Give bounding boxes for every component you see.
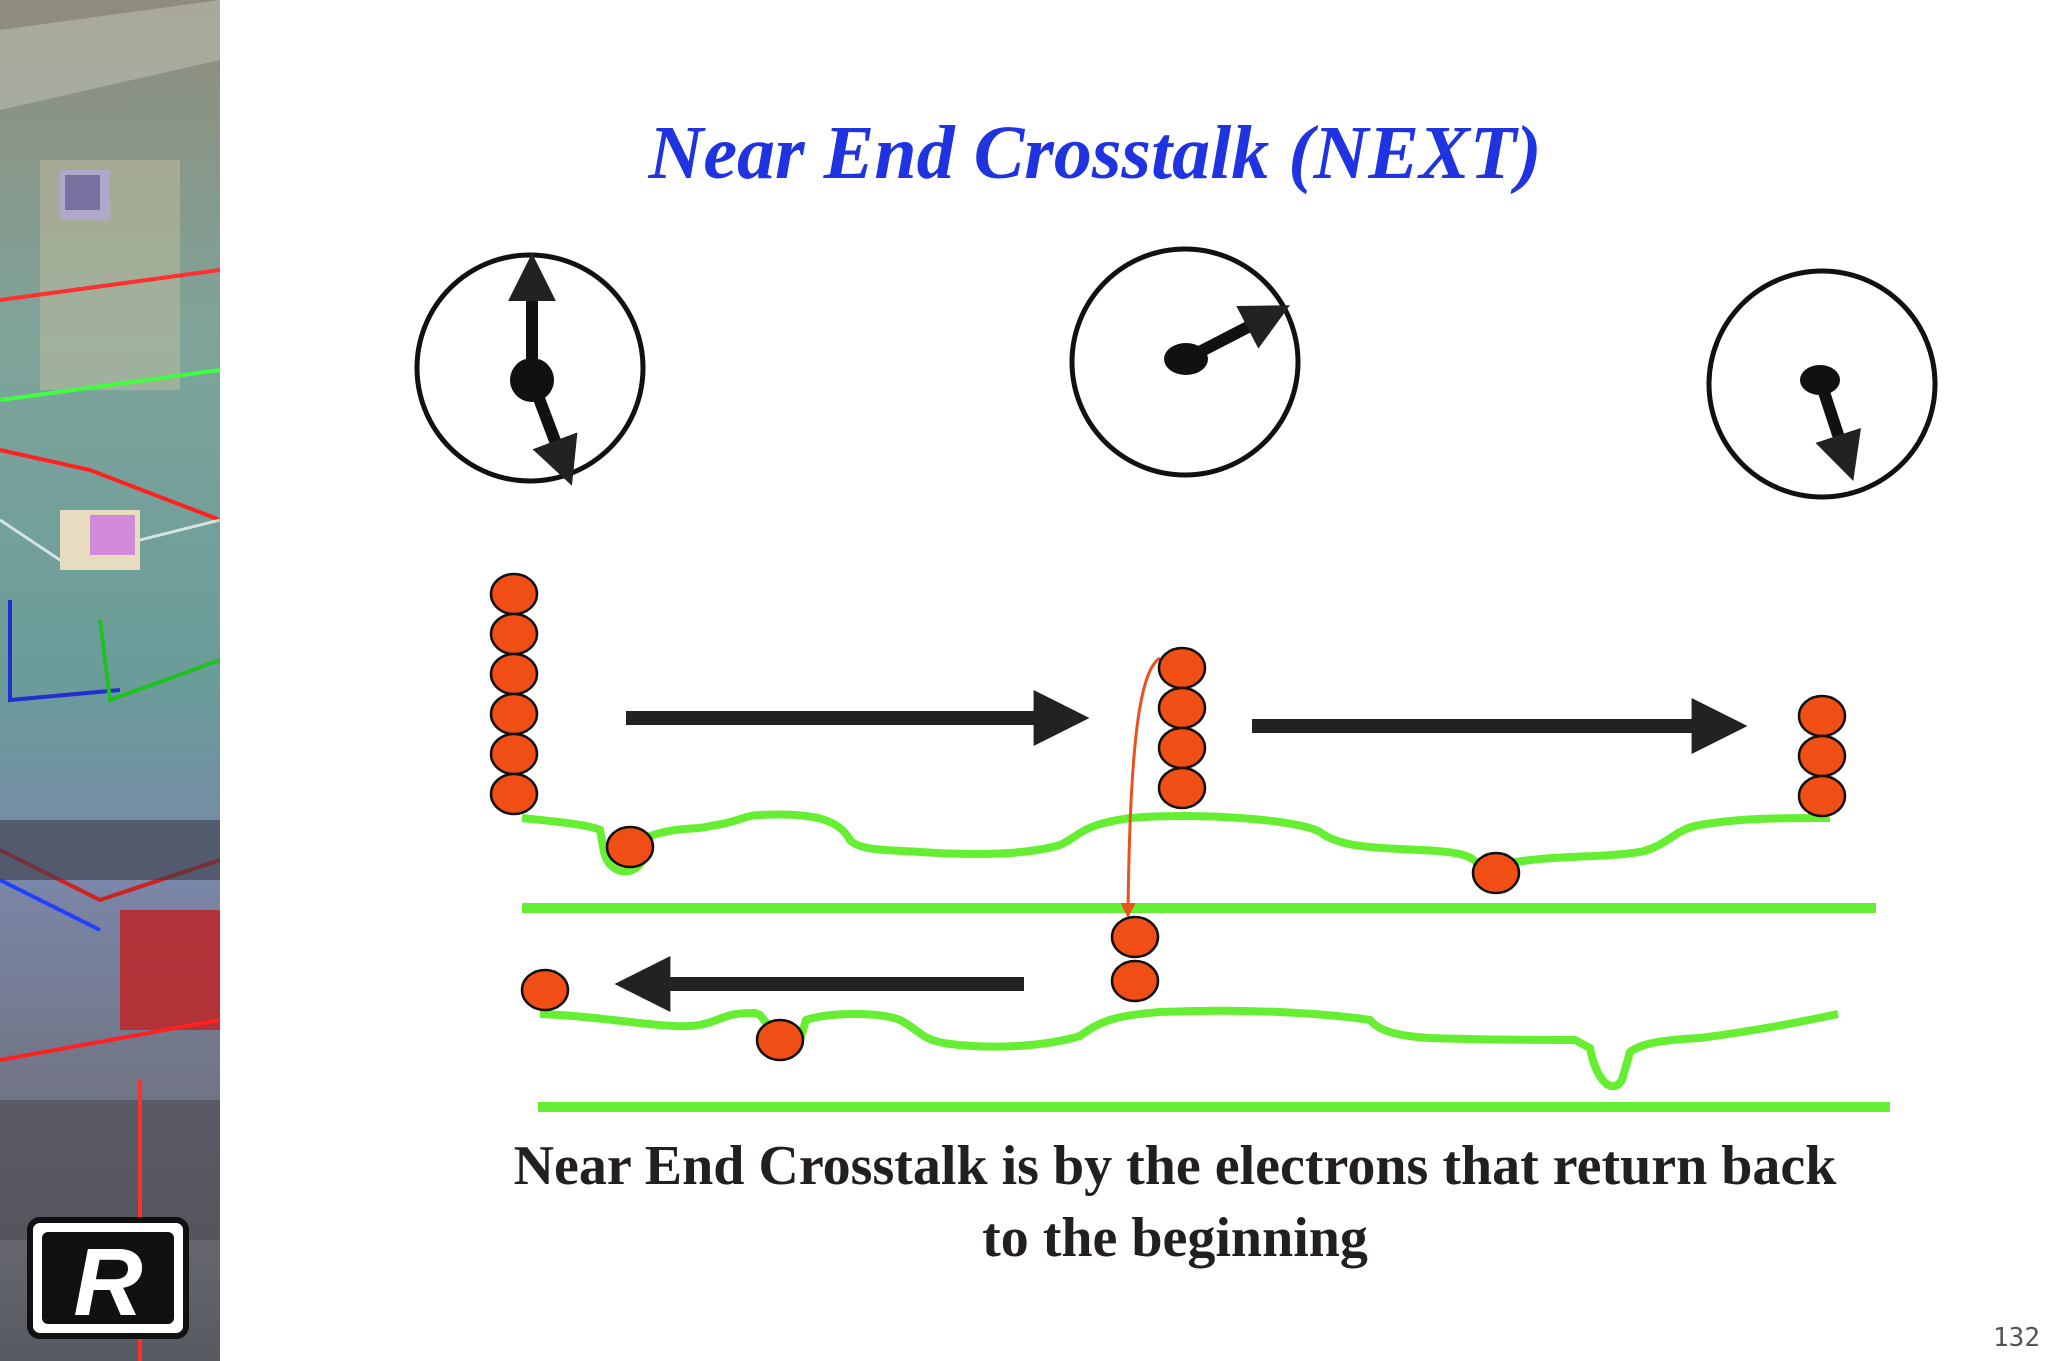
electron-icon — [1797, 694, 1847, 738]
electron-icon — [755, 1018, 805, 1062]
logo-icon: R — [27, 1217, 189, 1339]
electron-icon — [1110, 959, 1160, 1003]
electron-icon — [1157, 726, 1207, 770]
sidebar-image: R — [0, 0, 220, 1361]
electron-icon — [489, 652, 539, 696]
svg-text:R: R — [73, 1229, 142, 1336]
electron-stack-lower-middle — [1110, 915, 1160, 1003]
electron-icon — [489, 732, 539, 776]
coupling-arrow — [1120, 656, 1161, 918]
electron-stack-right — [1797, 694, 1847, 818]
electron-icon — [489, 692, 539, 736]
electron-icon — [1157, 646, 1207, 690]
office-network-illustration: R — [0, 0, 220, 1361]
needle-down — [1814, 378, 1862, 481]
dial-right — [1706, 268, 1938, 500]
caption: Near End Crosstalk is by the electrons t… — [380, 1130, 1970, 1274]
electron-icon — [1110, 915, 1160, 959]
electron-stack-left — [489, 572, 539, 816]
caption-line-2: to the beginning — [982, 1207, 1368, 1269]
dial-left — [414, 252, 646, 486]
wire-top-1 — [521, 810, 1831, 893]
electron-stack-middle — [1157, 646, 1207, 810]
electron-icon — [489, 572, 539, 616]
electron-icon — [1797, 774, 1847, 818]
caption-line-1: Near End Crosstalk is by the electrons t… — [513, 1135, 1837, 1197]
wire-top-2 — [539, 1006, 1839, 1091]
electron-icon — [489, 612, 539, 656]
electron-icon — [520, 968, 570, 1012]
slide-title: Near End Crosstalk (NEXT) — [648, 111, 1542, 195]
needle-up-right — [1183, 305, 1290, 365]
electron-icon — [489, 772, 539, 816]
electron-icon — [1471, 851, 1521, 895]
dial-middle — [1069, 246, 1301, 478]
electron-icon — [1797, 734, 1847, 778]
electron-icon — [605, 825, 655, 869]
electron-icon — [1157, 766, 1207, 810]
electron-icon — [1157, 686, 1207, 730]
needle-down — [526, 377, 578, 486]
slide-number: 132 — [1993, 1323, 2040, 1353]
